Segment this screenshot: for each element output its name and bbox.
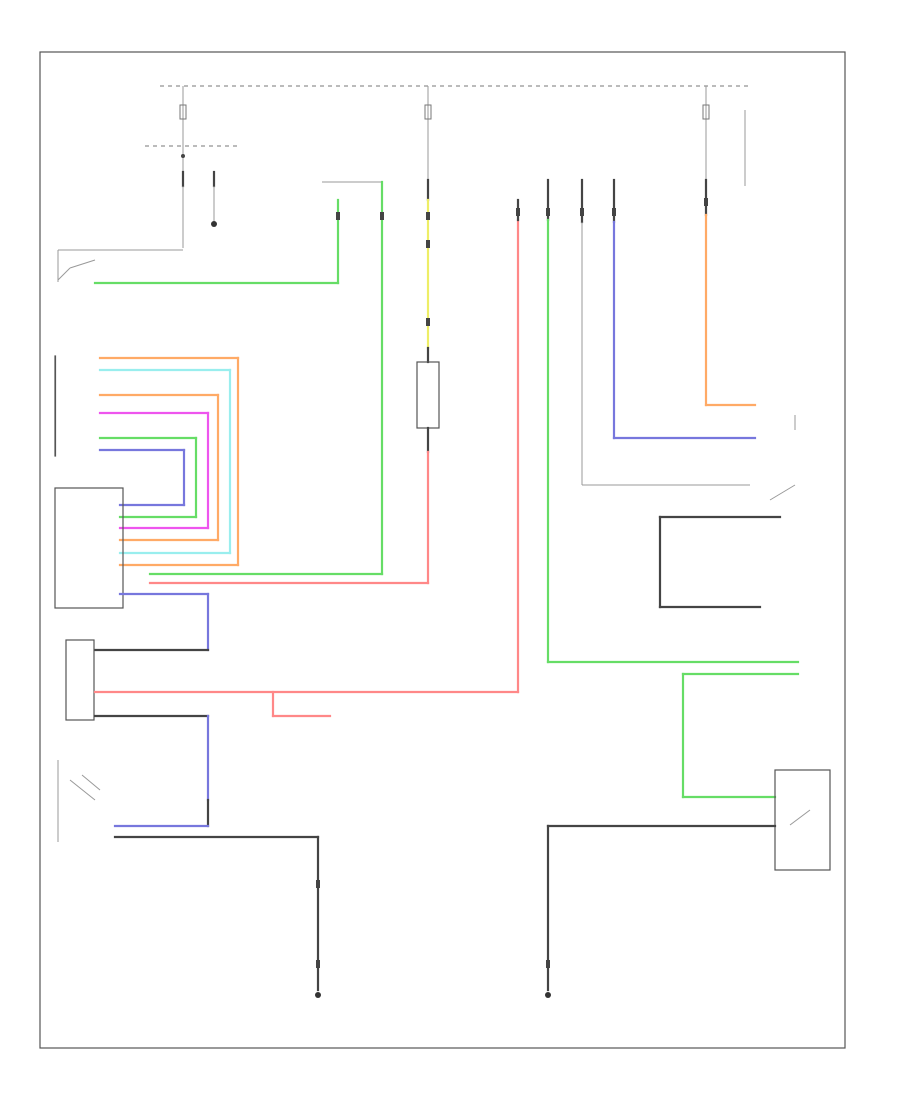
transmission-range-switch [57,760,101,842]
switch-lower-right [774,769,831,871]
fuse-right [702,86,746,186]
ground-icon-bottom-left [315,992,321,998]
ground-icon-top-left [211,221,217,227]
fuse-left [179,86,217,248]
fuse-center [424,86,432,180]
connector-marks [316,198,708,968]
sensor-harness-bundle [54,355,240,567]
module-lower-left [65,639,95,721]
relay-center [416,361,440,429]
brake-pedal-position-switch [57,198,340,285]
switch-right-upper [769,415,796,501]
diagram-frame [39,51,846,1049]
control-module-left [54,487,124,609]
ground-icon-bottom-right [545,992,551,998]
